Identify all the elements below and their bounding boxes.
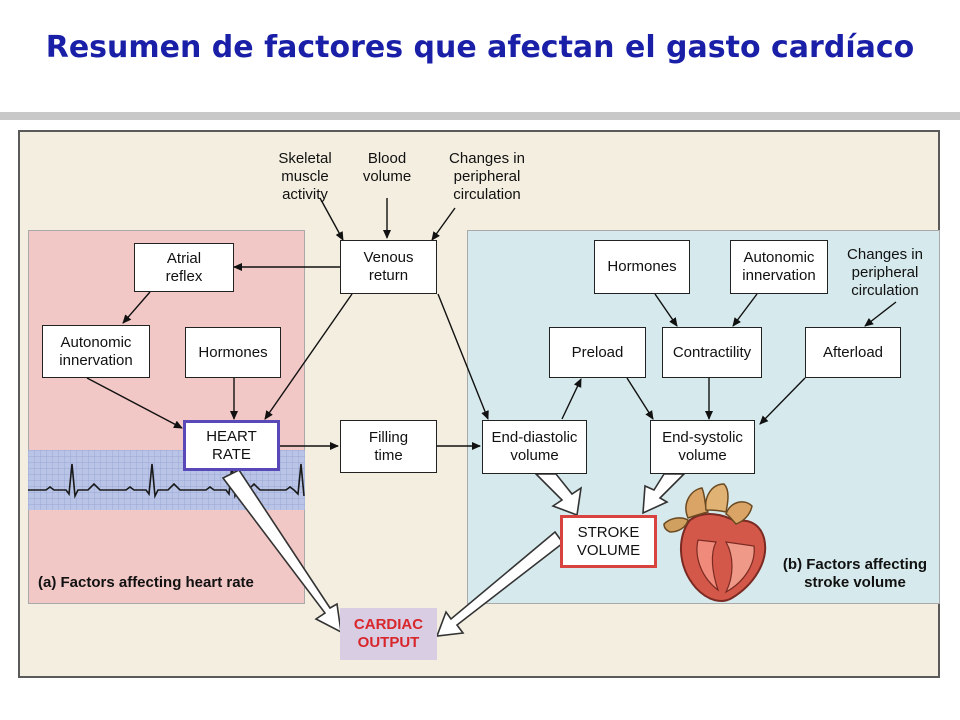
title-divider	[0, 112, 960, 120]
panel-heart-rate	[28, 230, 305, 604]
page-title: Resumen de factores que afectan el gasto…	[45, 30, 915, 65]
heart-illustration	[663, 483, 767, 602]
node-end-diastolic-volume: End-diastolic volume	[482, 420, 587, 474]
node-heart-rate: HEART RATE	[183, 420, 280, 471]
panel-label-heart-rate: (a) Factors affecting heart rate	[38, 574, 254, 591]
input-blood-volume: Blood volume	[362, 150, 412, 185]
input-peripheral-circulation-right: Changes in peripheral circulation	[847, 246, 923, 299]
node-autonomic-innervation-a: Autonomic innervation	[42, 325, 150, 378]
node-end-systolic-volume: End-systolic volume	[650, 420, 755, 474]
node-hormones-b: Hormones	[594, 240, 690, 294]
node-afterload: Afterload	[805, 327, 901, 378]
node-hormones-a: Hormones	[185, 327, 281, 378]
input-skeletal-muscle-activity: Skeletal muscle activity	[278, 150, 332, 203]
input-peripheral-circulation-top: Changes in peripheral circulation	[449, 150, 525, 203]
node-atrial-reflex: Atrial reflex	[134, 243, 234, 292]
node-stroke-volume: STROKE VOLUME	[560, 515, 657, 568]
node-cardiac-output: CARDIAC OUTPUT	[340, 608, 437, 660]
node-venous-return: Venous return	[340, 240, 437, 294]
node-preload: Preload	[549, 327, 646, 378]
panel-label-stroke-volume: (b) Factors affecting stroke volume	[782, 556, 928, 591]
node-autonomic-innervation-b: Autonomic innervation	[730, 240, 828, 294]
node-filling-time: Filling time	[340, 420, 437, 473]
node-contractility: Contractility	[662, 327, 762, 378]
